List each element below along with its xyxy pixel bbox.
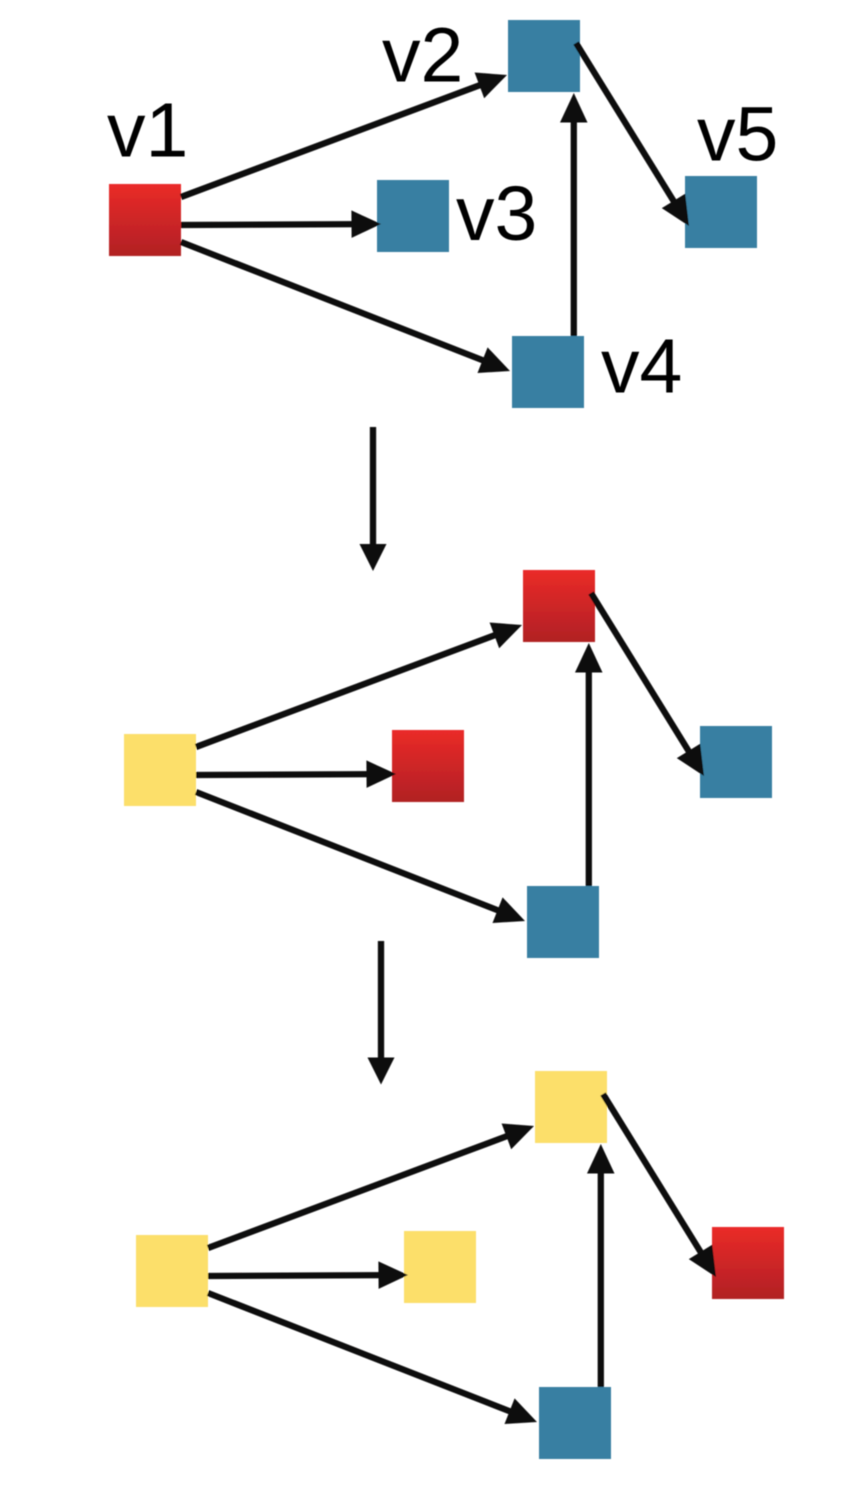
svg-text:v4: v4 [601, 324, 682, 410]
svg-text:v5: v5 [697, 91, 778, 177]
svg-text:v1: v1 [107, 88, 188, 174]
svg-text:v3: v3 [456, 171, 537, 257]
svg-text:v2: v2 [382, 12, 463, 98]
